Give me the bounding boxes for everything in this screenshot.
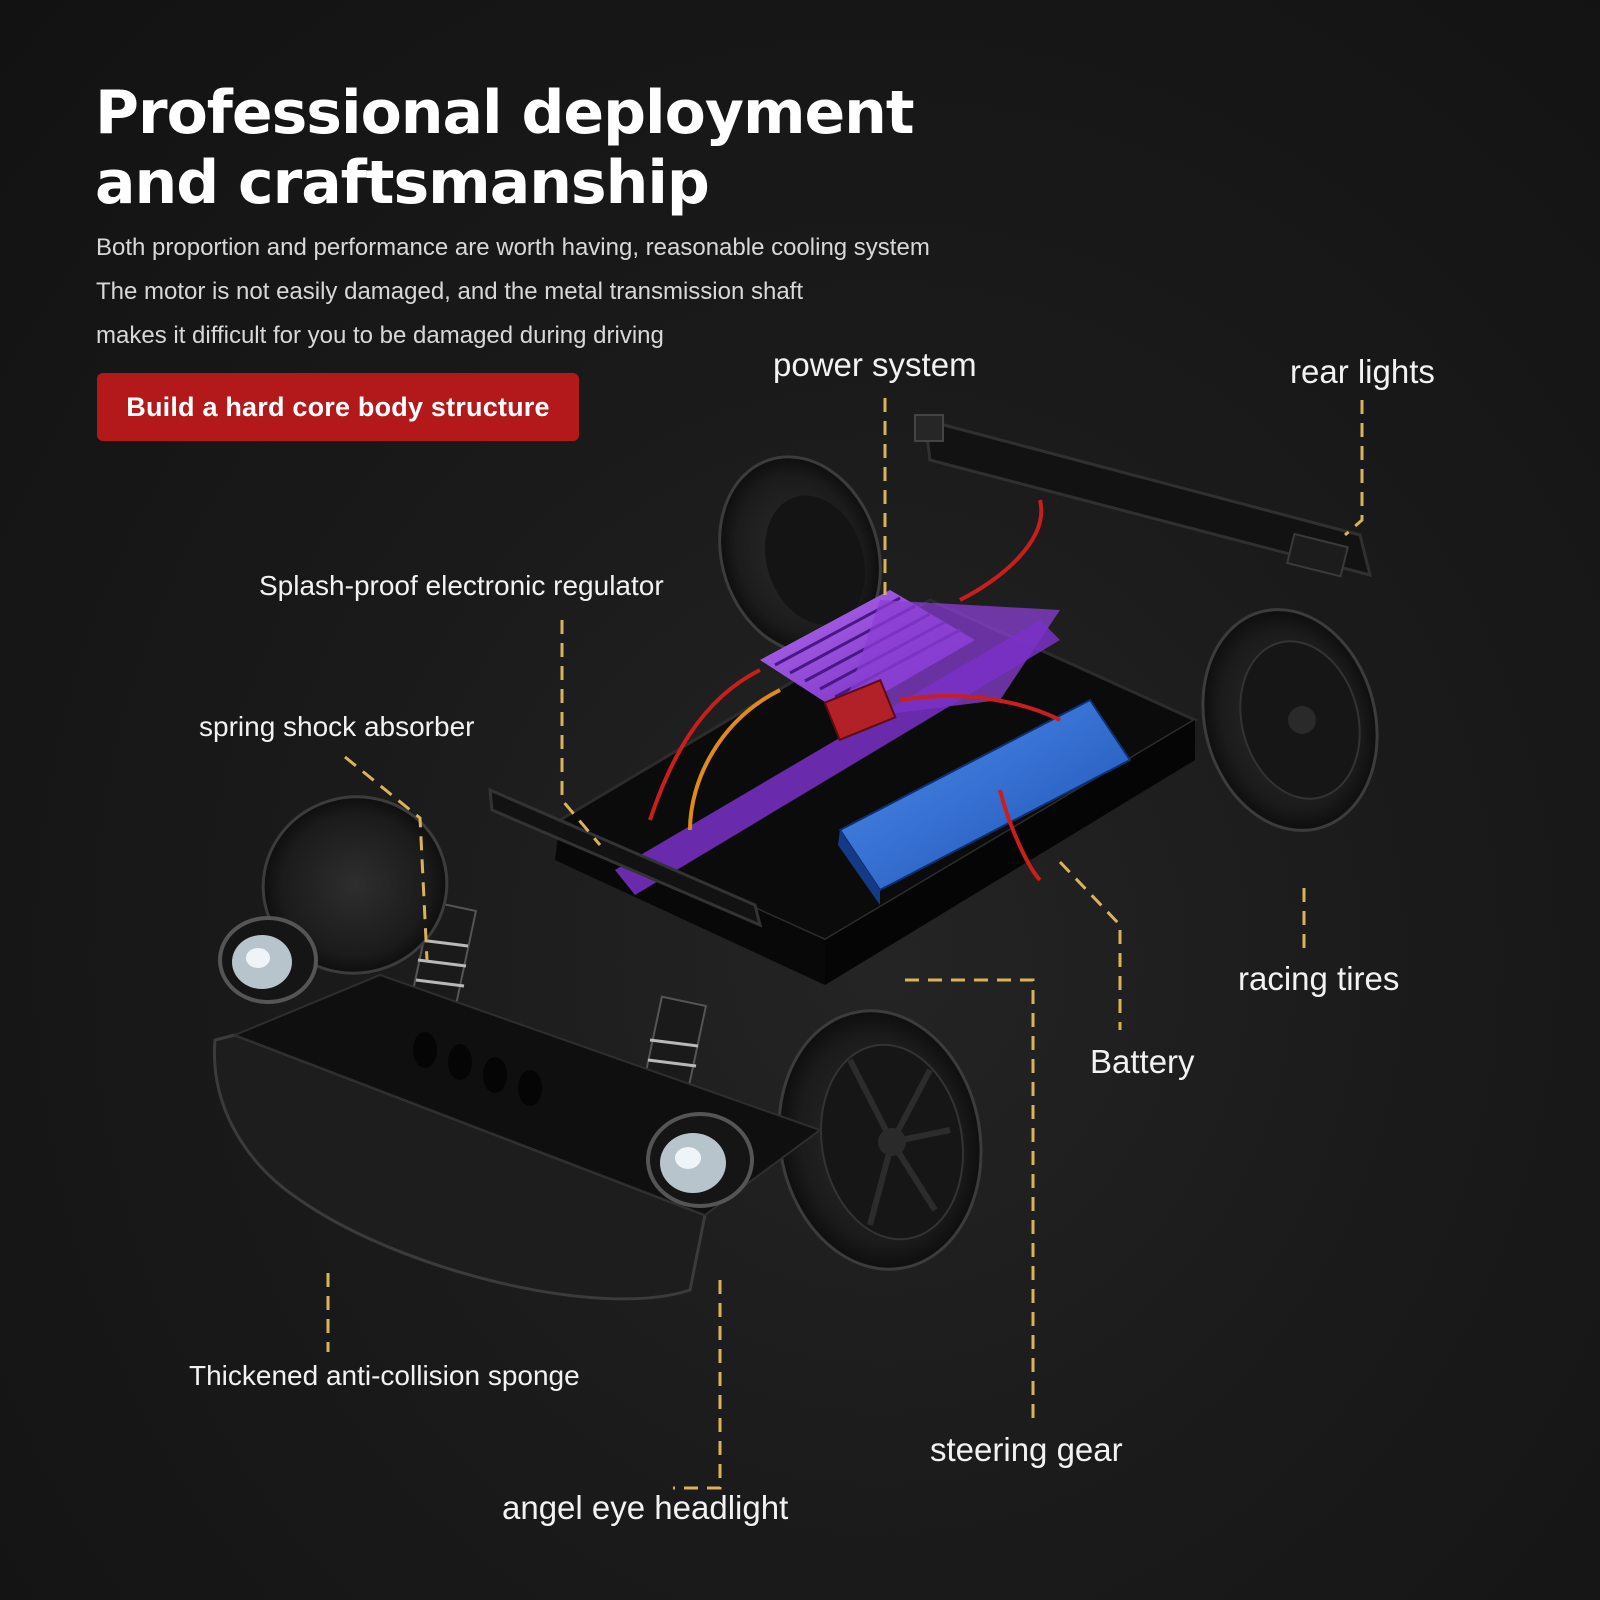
description-line-3: makes it difficult for you to be damaged…	[96, 322, 664, 349]
title-line-2: and craftsmanship	[95, 148, 710, 218]
body-structure-banner: Build a hard core body structure	[97, 373, 579, 441]
front-shock-tower	[407, 787, 763, 1115]
transmission-shaft	[615, 620, 1060, 895]
callout-headlight: angel eye headlight	[502, 1489, 789, 1526]
left-headlight	[218, 916, 318, 1004]
description-line-1: Both proportion and performance are wort…	[96, 234, 930, 261]
front-right-tire	[777, 1009, 983, 1271]
battery-pack	[838, 698, 1132, 905]
description: Both proportion and performance are wort…	[96, 226, 930, 358]
rear-left-tire	[718, 455, 882, 655]
right-headlight	[646, 1112, 754, 1208]
rear-right-tire	[1201, 608, 1379, 832]
callout-shock-absorber: spring shock absorber	[199, 711, 475, 742]
callout-racing-tires: racing tires	[1238, 960, 1400, 997]
banner-label: Build a hard core body structure	[126, 391, 550, 422]
callout-power-system: power system	[773, 346, 977, 383]
leader-lines	[326, 398, 1364, 1490]
motor-heatsink	[760, 590, 1060, 720]
front-left-tire	[261, 795, 449, 975]
rear-light-bar	[914, 414, 1373, 578]
page-title: Professional deployment and craftsmanshi…	[95, 78, 915, 218]
callout-sponge: Thickened anti-collision sponge	[189, 1360, 580, 1391]
callout-regulator: Splash-proof electronic regulator	[259, 570, 664, 601]
description-line-2: The motor is not easily damaged, and the…	[96, 278, 804, 305]
callout-battery: Battery	[1090, 1043, 1195, 1080]
callout-steering-gear: steering gear	[930, 1431, 1123, 1468]
callout-rear-lights: rear lights	[1290, 353, 1435, 390]
esc-connector	[823, 678, 897, 742]
wiring	[648, 499, 1061, 882]
title-line-1: Professional deployment	[95, 78, 915, 148]
